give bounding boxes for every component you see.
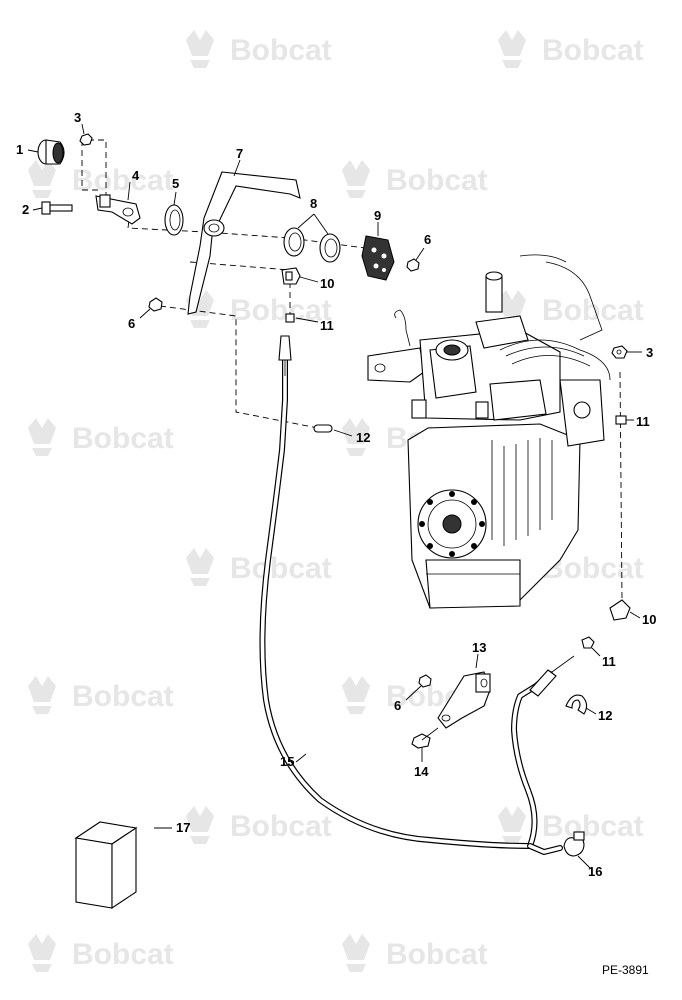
callout-6: 6 bbox=[424, 232, 431, 247]
part-15-cable bbox=[259, 335, 575, 855]
part-8-o-rings bbox=[283, 213, 341, 263]
part-12-clip-lower bbox=[565, 694, 597, 715]
svg-text:Bobcat: Bobcat bbox=[72, 680, 174, 713]
part-17-box bbox=[74, 821, 172, 910]
callout-12: 12 bbox=[356, 430, 370, 445]
svg-text:Bobcat: Bobcat bbox=[542, 294, 644, 327]
part-16-clamp bbox=[563, 831, 591, 869]
part-4-bracket bbox=[95, 181, 141, 225]
part-13-lower-bracket bbox=[437, 653, 491, 729]
callout-17: 17 bbox=[176, 820, 190, 835]
part-5-ring bbox=[164, 191, 184, 236]
callout-11: 11 bbox=[320, 318, 334, 333]
callout-10: 10 bbox=[320, 276, 334, 291]
watermark: Bobcat bbox=[498, 290, 644, 328]
callout-5: 5 bbox=[172, 176, 179, 191]
callout-10: 10 bbox=[642, 612, 656, 627]
watermark: Bobcat bbox=[498, 30, 644, 68]
callout-6: 6 bbox=[128, 316, 135, 331]
part-14-bolt bbox=[411, 727, 439, 762]
reference-code: PE-3891 bbox=[602, 963, 649, 977]
watermark: Bobcat bbox=[186, 290, 332, 328]
watermark: Bobcat bbox=[28, 934, 174, 972]
watermark: Bobcat bbox=[342, 160, 488, 198]
svg-text:Bobcat: Bobcat bbox=[72, 938, 174, 971]
part-3-nut-top-left bbox=[79, 123, 93, 146]
svg-text:Bobcat: Bobcat bbox=[542, 810, 644, 843]
svg-text:Bobcat: Bobcat bbox=[230, 810, 332, 843]
svg-text:Bobcat: Bobcat bbox=[72, 164, 174, 197]
watermark: Bobcat bbox=[186, 806, 332, 844]
part-9-rubber-mount bbox=[361, 222, 395, 281]
part-11-fitting-lower bbox=[581, 636, 601, 657]
part-2-bolt bbox=[32, 201, 73, 215]
callout-3: 3 bbox=[646, 345, 653, 360]
watermark: Bobcat bbox=[498, 806, 644, 844]
callout-14: 14 bbox=[414, 764, 429, 779]
watermark: Bobcat bbox=[28, 160, 174, 198]
svg-text:Bobcat: Bobcat bbox=[386, 938, 488, 971]
part-10-fitting-lower bbox=[609, 599, 641, 621]
callout-16: 16 bbox=[588, 864, 602, 879]
callout-12: 12 bbox=[598, 708, 612, 723]
part-12-clip-upper bbox=[313, 424, 353, 437]
svg-text:Bobcat: Bobcat bbox=[72, 422, 174, 455]
svg-text:Bobcat: Bobcat bbox=[386, 164, 488, 197]
callout-11: 11 bbox=[636, 414, 650, 429]
callout-13: 13 bbox=[472, 640, 486, 655]
engine-assembly bbox=[367, 254, 611, 609]
svg-text:Bobcat: Bobcat bbox=[542, 34, 644, 67]
callout-8: 8 bbox=[310, 196, 317, 211]
watermark: Bobcat bbox=[28, 418, 174, 456]
part-6-nut-lower bbox=[405, 674, 432, 701]
callout-3: 3 bbox=[74, 110, 81, 125]
callout-2: 2 bbox=[22, 202, 29, 217]
watermark: Bobcat bbox=[186, 30, 332, 68]
callout-7: 7 bbox=[236, 146, 243, 161]
part-6-nut-upper bbox=[406, 247, 425, 272]
callout-11: 11 bbox=[602, 654, 616, 669]
callout-4: 4 bbox=[132, 168, 140, 183]
callout-6: 6 bbox=[394, 698, 401, 713]
part-1-grommet bbox=[27, 139, 65, 165]
part-11-fitting-right bbox=[615, 415, 634, 425]
part-11-fitting-upper bbox=[285, 313, 319, 323]
svg-text:Bobcat: Bobcat bbox=[230, 34, 332, 67]
part-7-mounting-bracket bbox=[187, 159, 301, 315]
callout-9: 9 bbox=[374, 208, 381, 223]
part-10-fitting-upper bbox=[281, 267, 319, 285]
watermark: Bobcat bbox=[186, 548, 332, 586]
part-6-nut-left bbox=[139, 297, 163, 319]
svg-text:Bobcat: Bobcat bbox=[230, 552, 332, 585]
callout-15: 15 bbox=[280, 754, 294, 769]
watermark: Bobcat bbox=[342, 934, 488, 972]
watermark: Bobcat bbox=[28, 676, 174, 714]
part-3-nut-right bbox=[611, 345, 642, 359]
callout-1: 1 bbox=[16, 142, 23, 157]
callout-labels: 1 2 3 3 4 5 6 6 6 7 8 9 10 10 11 11 11 1… bbox=[16, 110, 656, 879]
